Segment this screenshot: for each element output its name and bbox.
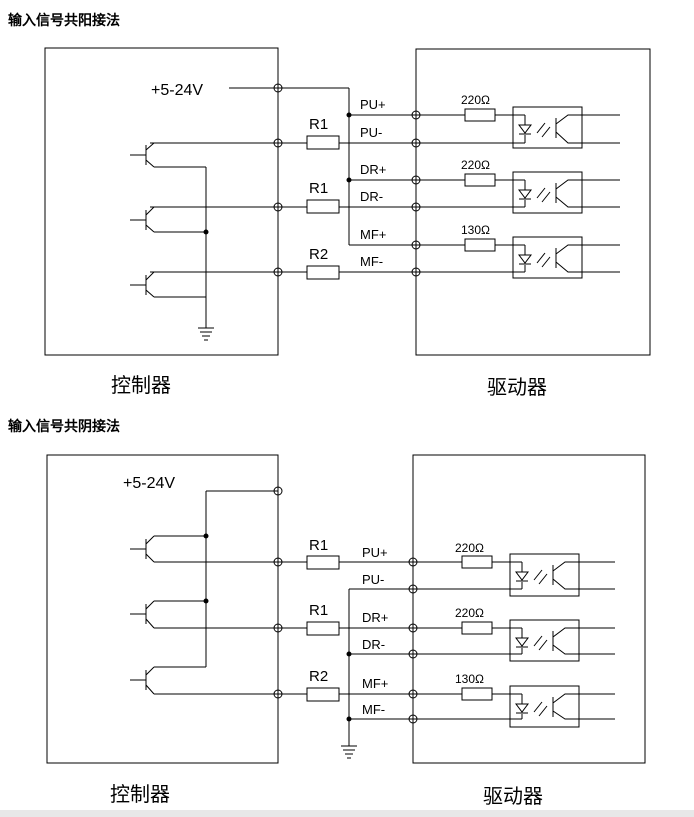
internal-resistor-label: 130Ω (461, 223, 490, 237)
r2-label: R2 (309, 668, 328, 685)
terminal-dr-plus: DR+ (360, 162, 386, 177)
terminal (273, 202, 283, 212)
supply-label: +5-24V (123, 475, 175, 492)
section2-title: 输入信号共阴接法 (8, 419, 120, 435)
controller-box (46, 454, 279, 764)
r2-label: R2 (309, 246, 328, 263)
internal-resistor-label: 130Ω (455, 672, 484, 686)
bottom-bar (0, 810, 694, 817)
r1-label: R1 (309, 116, 328, 133)
ground-symbol (198, 327, 214, 341)
optocoupler-channel-3 (416, 236, 620, 279)
controller-box (44, 47, 279, 356)
optocoupler-channel-2 (413, 619, 615, 662)
supply-label: +5-24V (151, 82, 203, 99)
section1-driver-caption: 驱动器 (487, 375, 547, 399)
terminal (273, 83, 283, 93)
resistor-r1-b (306, 199, 340, 214)
transistor (130, 142, 206, 168)
terminal-pu-plus: PU+ (362, 545, 388, 560)
terminal-dr-plus: DR+ (362, 610, 388, 625)
transistor (130, 666, 307, 695)
terminal-pu-minus: PU- (362, 572, 384, 587)
transistor (130, 600, 307, 629)
resistor-r1-a (306, 555, 340, 570)
resistor-r2 (306, 265, 340, 280)
terminal-mf-minus: MF- (362, 702, 385, 717)
optocoupler-channel-1 (416, 106, 620, 149)
terminal (273, 138, 283, 148)
terminal-mf-minus: MF- (360, 254, 383, 269)
terminal-dr-minus: DR- (360, 189, 383, 204)
r1-label: R1 (309, 180, 328, 197)
internal-resistor-label: 220Ω (455, 606, 484, 620)
internal-resistor-label: 220Ω (461, 158, 490, 172)
driver-box (412, 454, 646, 764)
transistor (130, 206, 206, 233)
transistor (130, 271, 206, 298)
resistor-r1-b (306, 621, 340, 636)
section2-controller-caption: 控制器 (110, 782, 170, 806)
terminal-mf-plus: MF+ (362, 676, 388, 691)
resistor-r2 (306, 687, 340, 702)
terminal-pu-plus: PU+ (360, 97, 386, 112)
terminal-dr-minus: DR- (362, 637, 385, 652)
resistor-r1-a (306, 135, 340, 150)
section1-title: 输入信号共阳接法 (8, 13, 120, 29)
optocoupler-channel-3 (413, 685, 615, 728)
terminal (273, 267, 283, 277)
transistor (130, 535, 307, 563)
internal-resistor-label: 220Ω (461, 93, 490, 107)
section2-driver-caption: 驱动器 (483, 784, 543, 808)
terminal-pu-minus: PU- (360, 125, 382, 140)
optocoupler-channel-2 (416, 171, 620, 214)
optocoupler-channel-1 (413, 553, 615, 597)
terminal-mf-plus: MF+ (360, 227, 386, 242)
r1-label: R1 (309, 537, 328, 554)
ground-symbol (341, 745, 357, 759)
internal-resistor-label: 220Ω (455, 541, 484, 555)
section1-controller-caption: 控制器 (111, 373, 171, 397)
driver-box (415, 48, 651, 356)
r1-label: R1 (309, 602, 328, 619)
